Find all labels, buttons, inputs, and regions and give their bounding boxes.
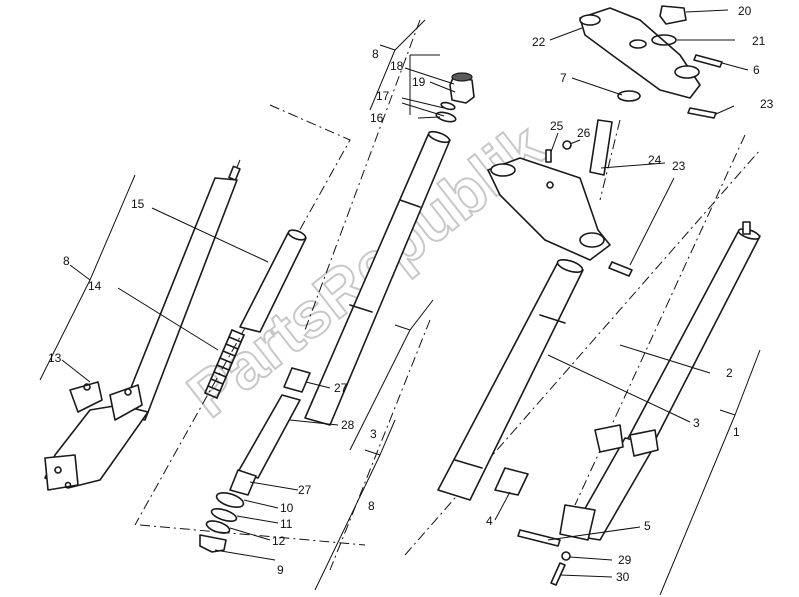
callout-4: 4	[486, 514, 493, 528]
callout-7: 7	[560, 71, 567, 85]
fork-spring	[204, 329, 245, 399]
bushing-lower	[229, 469, 257, 496]
bolt-23-upper	[687, 107, 717, 119]
top-cap-assembly	[435, 72, 475, 123]
callout-12: 12	[272, 534, 286, 548]
callout-30: 30	[616, 570, 630, 584]
ring-10	[215, 492, 245, 508]
callout-1: 1	[733, 425, 740, 439]
washer-26	[562, 140, 572, 150]
callout-9: 9	[277, 563, 284, 577]
callout-5: 5	[644, 519, 651, 533]
ring-12	[205, 520, 231, 534]
bushing-4	[494, 467, 529, 496]
callout-27-upper: 27	[334, 381, 348, 395]
middle-fork-tube	[304, 130, 451, 426]
callout-14: 14	[88, 279, 102, 293]
bolt-25	[545, 149, 552, 163]
washer-21	[651, 34, 677, 46]
callout-22: 22	[532, 35, 546, 49]
callout-21: 21	[752, 34, 766, 48]
callout-8-left: 8	[63, 254, 70, 268]
fork-cap-9	[199, 534, 227, 553]
axle-bolt-5	[517, 529, 561, 547]
upper-triple-clamp	[579, 7, 701, 99]
callout-10: 10	[280, 501, 294, 515]
lower-triple-clamp	[487, 119, 613, 261]
callout-8-bottom: 8	[368, 499, 375, 513]
callout-3-left: 3	[370, 427, 377, 441]
callout-16: 16	[370, 111, 384, 125]
callout-25: 25	[550, 119, 564, 133]
callout-11: 11	[280, 517, 293, 531]
leader-lines	[61, 9, 749, 578]
bolt-30	[550, 562, 566, 586]
left-fork-leg	[44, 165, 241, 491]
callout-3-right: 3	[693, 416, 700, 430]
washer-29	[561, 551, 571, 561]
callout-13: 13	[48, 351, 62, 365]
steering-nut	[659, 5, 687, 25]
callout-28: 28	[341, 418, 355, 432]
callout-8-top: 8	[372, 47, 379, 61]
callout-24: 24	[648, 153, 662, 167]
washer-7	[617, 90, 641, 102]
callout-26: 26	[577, 126, 591, 140]
callout-20: 20	[738, 4, 752, 18]
callout-6: 6	[753, 63, 760, 77]
callout-27-lower: 27	[298, 483, 312, 497]
callout-19: 19	[412, 75, 426, 89]
callout-23-upper: 23	[760, 97, 774, 111]
callout-29: 29	[618, 553, 632, 567]
bushing-upper	[283, 367, 311, 393]
callout-2: 2	[726, 366, 733, 380]
bolt-6	[693, 54, 723, 68]
callout-18: 18	[390, 59, 404, 73]
outer-fork-tube	[437, 258, 584, 501]
callout-15: 15	[131, 197, 145, 211]
ring-11	[210, 507, 238, 523]
damper-tube	[237, 394, 301, 479]
right-fork-leg	[559, 221, 761, 541]
callout-23-lower: 23	[672, 159, 686, 173]
group-braces	[39, 19, 761, 596]
callout-17: 17	[376, 89, 390, 103]
bolt-23-lower	[608, 261, 633, 277]
callout-labels: 1 2 3 3 4 5 6 7 8 8 8 9 10 11 12 13 14 1…	[48, 4, 774, 584]
